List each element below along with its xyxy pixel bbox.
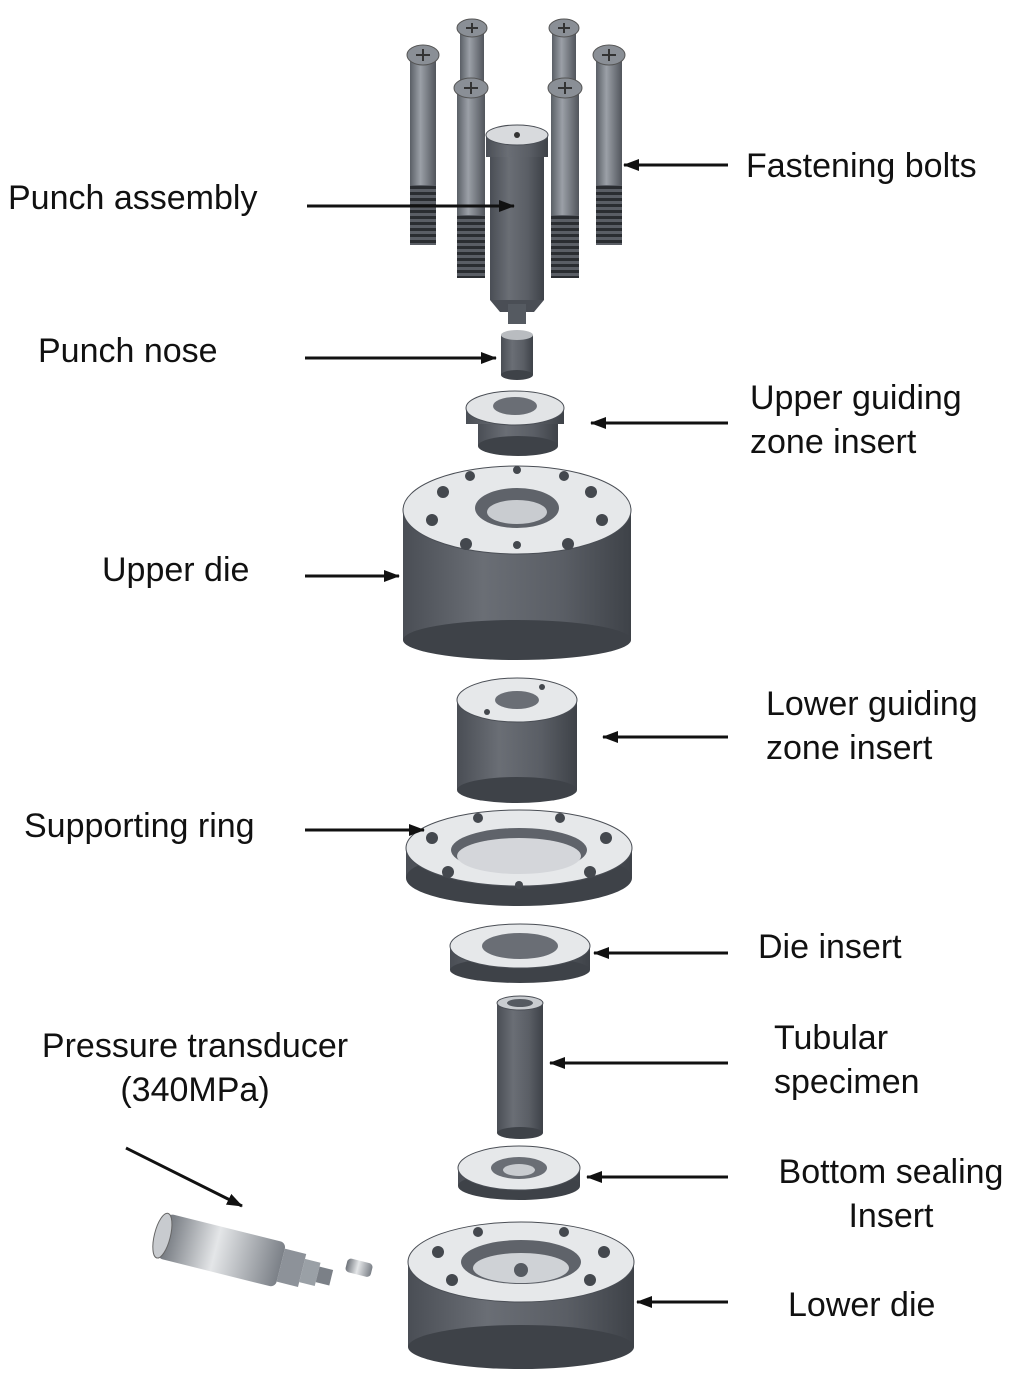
label-upper-die: Upper die — [102, 551, 250, 589]
label-fastening-bolts: Fastening bolts — [746, 147, 977, 185]
punch-assembly — [485, 124, 549, 324]
bolt-right — [592, 44, 626, 245]
arrow-pressure-transducer — [125, 1146, 243, 1208]
pressure-transducer — [152, 1212, 373, 1287]
fastening-bolts — [406, 18, 626, 278]
label-punch-nose: Punch nose — [38, 332, 218, 370]
bolt-left — [406, 44, 440, 245]
bolt-front-left — [453, 77, 489, 278]
bolt-front-right — [547, 77, 583, 278]
punch-nose — [501, 330, 533, 380]
label-punch-assembly: Punch assembly — [8, 179, 258, 217]
label-bottom-sealing-insert: Bottom sealing Insert — [778, 1153, 1004, 1235]
upper-die — [402, 465, 632, 660]
tubular-specimen — [496, 995, 544, 1139]
label-tubular-specimen: Tubular specimen — [774, 1019, 920, 1101]
label-lower-die: Lower die — [788, 1286, 936, 1324]
label-upper-guiding-zone-insert: Upper guiding zone insert — [750, 379, 962, 461]
label-pressure-transducer: Pressure transducer (340MPa) — [41, 1027, 349, 1109]
lower-guiding-zone-insert — [456, 677, 578, 803]
leader-arrows — [125, 159, 728, 1308]
supporting-ring — [405, 809, 633, 906]
lower-die — [407, 1221, 635, 1369]
die-insert — [449, 923, 591, 983]
bottom-sealing-insert — [457, 1145, 581, 1200]
label-lower-guiding-zone-insert: Lower guiding zone insert — [766, 685, 978, 767]
upper-guiding-zone-insert — [465, 390, 565, 456]
label-die-insert: Die insert — [758, 928, 902, 966]
label-supporting-ring: Supporting ring — [24, 807, 255, 845]
